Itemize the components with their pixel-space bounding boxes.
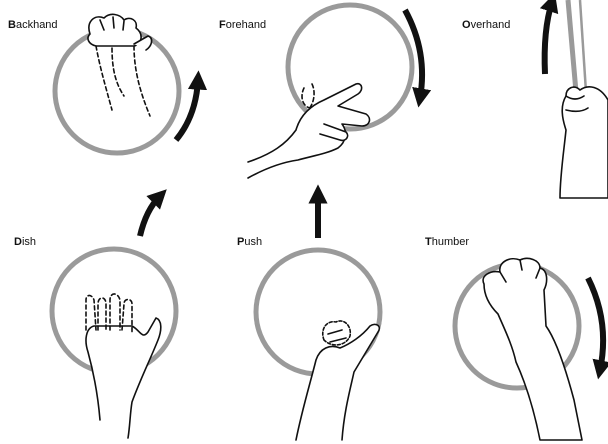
disc-edge-overhand [568,0,586,92]
rotation-arrow-icon-thumber [588,278,603,370]
dish-grip-hand-icon [86,294,161,438]
disc-ring-backhand [55,29,179,153]
rotation-arrow-icon-overhand [545,2,552,74]
overhand-grip-hand-icon [560,87,608,198]
backhand-grip-hand-icon [88,14,152,116]
rotation-arrow-icon-dish [140,196,160,236]
push-grip-hand-icon [296,321,379,440]
